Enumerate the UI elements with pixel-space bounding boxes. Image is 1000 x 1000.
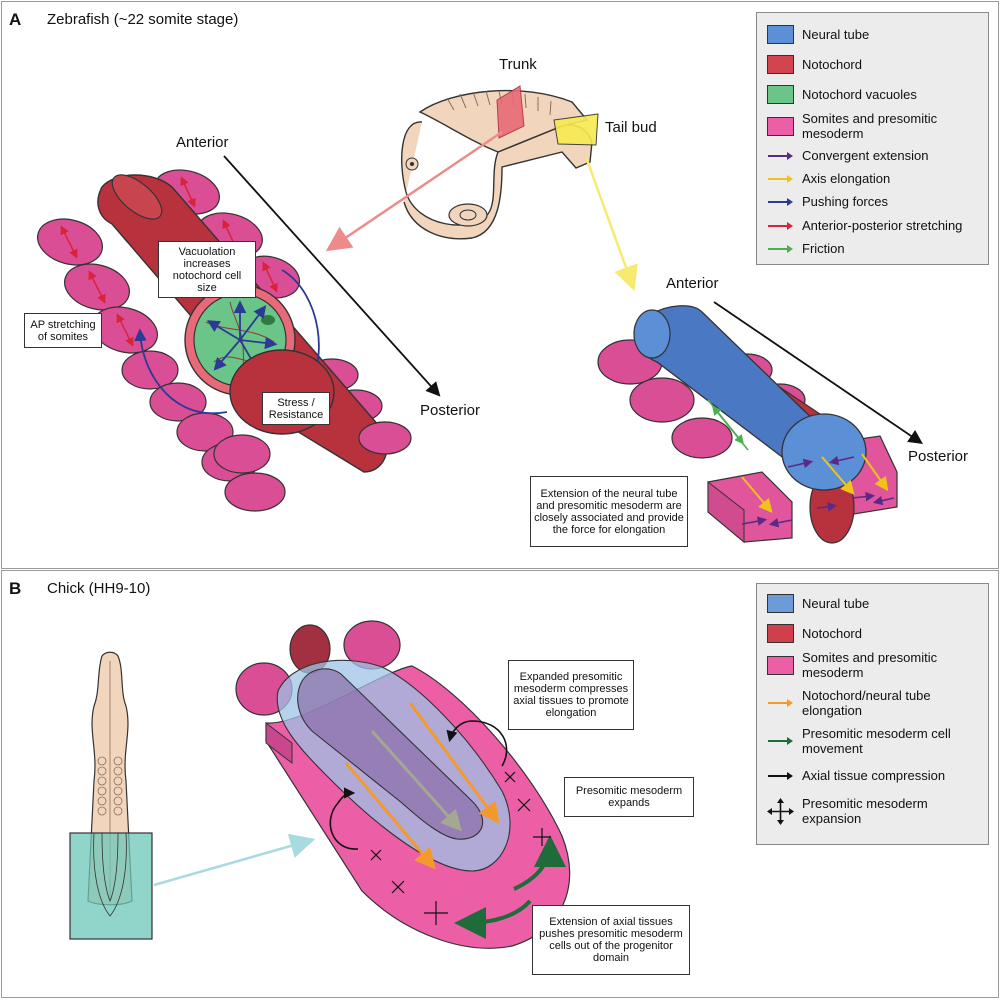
legend-a-label-8: Friction [802, 241, 845, 256]
compression-arrow-icon [768, 771, 793, 780]
legend-a-item-7: Anterior-posterior stretching [767, 218, 962, 233]
legend-a-label-7: Anterior-posterior stretching [802, 218, 963, 233]
legend-b-label-6: Presomitic mesoderm expansion [802, 796, 928, 826]
panel-a: A Zebrafish (~22 somite stage) [1, 1, 999, 569]
legend-b-item-0: Neural tube [767, 594, 869, 613]
panel-b-letter: B [9, 579, 22, 598]
panel-a-letter: A [9, 10, 22, 29]
elongation-arrow-icon [768, 699, 793, 707]
legend-b-label-4: Presomitic mesoderm cell movement [802, 726, 951, 756]
legend-a-label-0: Neural tube [802, 27, 870, 42]
legend-a-item-3: Somites and presomitic mesoderm [767, 111, 972, 141]
legend-b-label-2: Somites and presomitic mesoderm [802, 650, 938, 680]
legend-a-swatch-vacuoles [767, 85, 794, 104]
legend-a-swatch-somites [767, 116, 794, 136]
callout-ap-stretching: AP stretching of somites [24, 313, 102, 348]
legend-b-item-3: Notochord/neural tube elongation [767, 688, 972, 718]
legend-a-label-3: Somites and presomitic mesoderm [802, 111, 938, 141]
legend-a-item-2: Notochord vacuoles [767, 85, 917, 104]
expansion-cross-icon [767, 797, 794, 825]
legend-a-item-6: Pushing forces [767, 194, 888, 209]
axis-elongation-arrow-icon [768, 174, 793, 183]
convergent-extension-arrow-icon [768, 151, 793, 160]
legend-b-label-0: Neural tube [802, 596, 870, 611]
legend-b-swatch-notochord [767, 624, 794, 643]
legend-b-swatch-somites [767, 655, 794, 675]
panel-b-legend: Neural tube Notochord Somites and presom… [756, 583, 989, 845]
right-posterior-label: Posterior [908, 448, 969, 465]
legend-b-label-5: Axial tissue compression [802, 768, 946, 783]
callout-extension: Extension of the neural tube and presomi… [530, 476, 688, 547]
callout-expanded-psm: Expanded presomitic mesoderm compresses … [508, 660, 634, 730]
legend-b-label-1: Notochord [802, 626, 862, 641]
left-posterior-label: Posterior [420, 402, 481, 419]
legend-b-label-3: Notochord/neural tube elongation [802, 688, 931, 718]
callout-axial-extension: Extension of axial tissues pushes presom… [532, 905, 690, 975]
right-anterior-label: Anterior [666, 275, 719, 292]
panel-a-legend: Neural tube Notochord Notochord vacuoles… [756, 12, 989, 265]
trunk-label: Trunk [499, 56, 537, 73]
legend-a-label-4: Convergent extension [802, 148, 929, 163]
panel-b: B Chick (HH9-10) [1, 570, 999, 998]
legend-a-swatch-neural-tube [767, 25, 794, 44]
panel-b-title: Chick (HH9-10) [47, 580, 151, 597]
legend-a-label-1: Notochord [802, 57, 862, 72]
legend-a-label-2: Notochord vacuoles [802, 87, 917, 102]
panel-a-title: Zebrafish (~22 somite stage) [47, 11, 239, 28]
cell-movement-arrow-icon [768, 737, 793, 745]
legend-a-label-6: Pushing forces [802, 194, 888, 209]
legend-a-label-5: Axis elongation [802, 171, 891, 186]
chick-embryo [69, 651, 153, 940]
legend-a-swatch-notochord [767, 55, 794, 74]
ap-stretching-arrow-icon [768, 221, 793, 230]
callout-vacuolation: Vacuolation increases notochord cell siz… [158, 241, 256, 298]
legend-b-item-4: Presomitic mesoderm cell movement [767, 726, 972, 756]
tail-bud-label: Tail bud [605, 119, 657, 136]
legend-a-item-4: Convergent extension [767, 148, 928, 163]
callout-psm-expands: Presomitic mesoderm expands [564, 777, 694, 817]
legend-b-item-1: Notochord [767, 624, 862, 643]
legend-a-item-0: Neural tube [767, 25, 869, 44]
zebrafish-embryo [401, 85, 599, 240]
left-anterior-label: Anterior [176, 134, 229, 151]
legend-b-item-2: Somites and presomitic mesoderm [767, 650, 972, 680]
pushing-forces-arrow-icon [768, 197, 793, 206]
legend-b-item-6: Presomitic mesoderm expansion [767, 796, 972, 826]
legend-b-item-5: Axial tissue compression [767, 768, 945, 783]
legend-a-item-1: Notochord [767, 55, 862, 74]
chick-tail-section [235, 620, 571, 949]
panel-b-diagram [69, 620, 571, 949]
zebrafish-tailbud-section [597, 305, 898, 544]
legend-a-item-5: Axis elongation [767, 171, 890, 186]
callout-stress: Stress / Resistance [262, 392, 330, 425]
legend-a-item-8: Friction [767, 241, 845, 256]
friction-arrow-icon [768, 244, 793, 253]
legend-b-swatch-neural-tube [767, 594, 794, 613]
